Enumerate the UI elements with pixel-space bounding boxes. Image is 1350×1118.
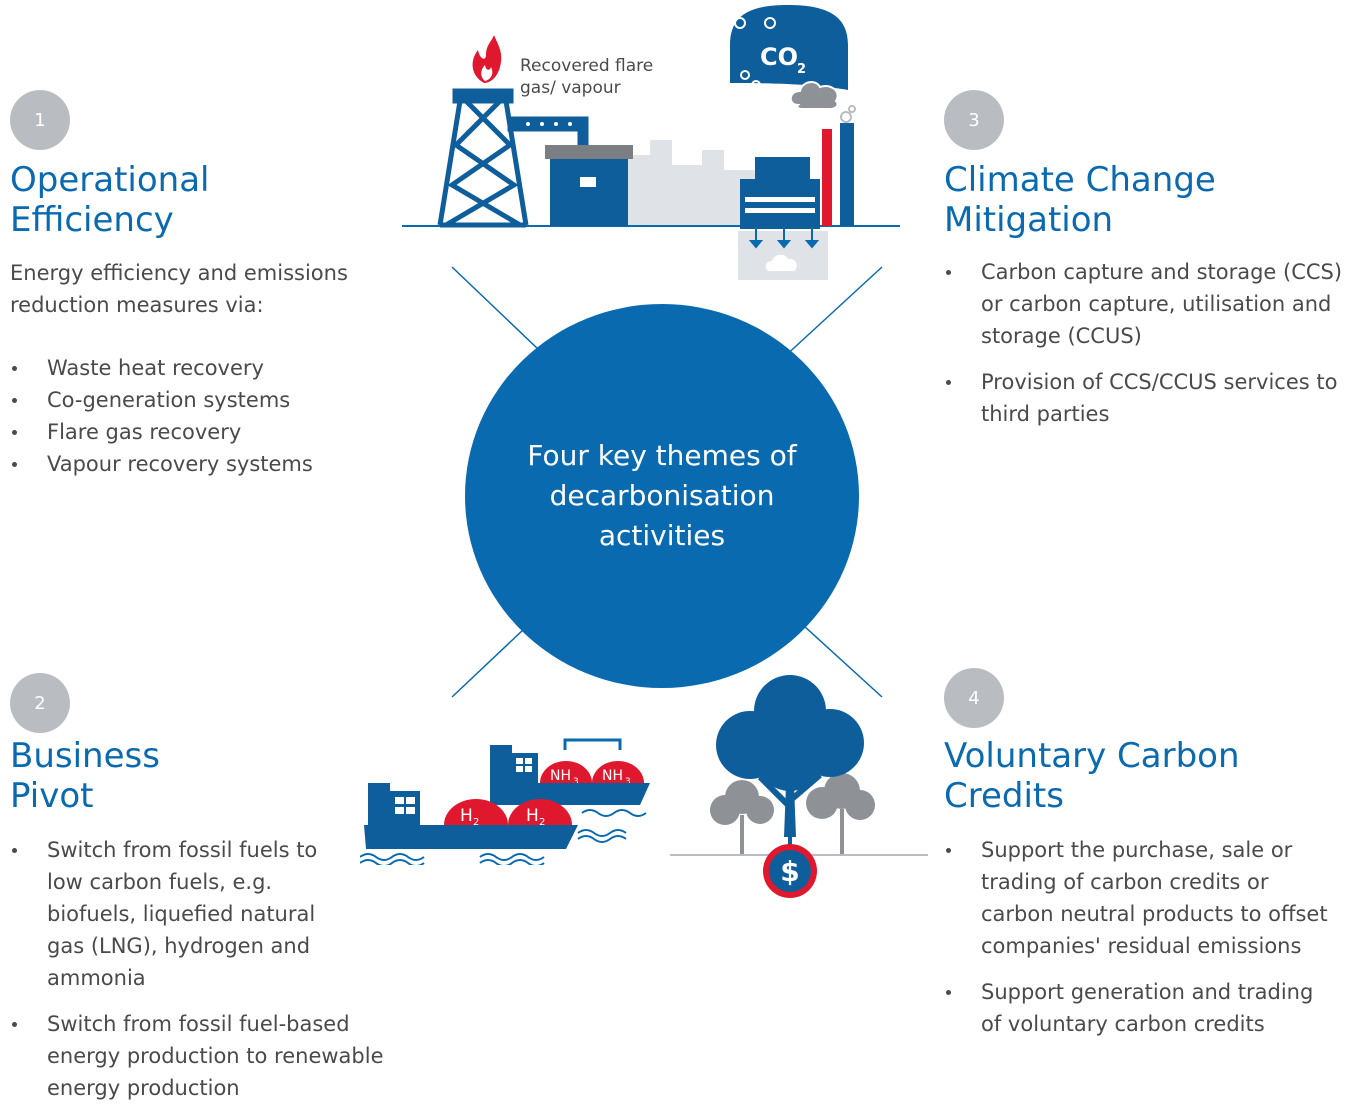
- theme-3-bullet: Carbon capture and storage (CCS) or carb…: [944, 256, 1344, 352]
- theme-3-number-badge: 3: [944, 90, 1004, 150]
- center-theme-text: Four key themes of decarbonisation activ…: [512, 436, 812, 556]
- ammonia-subscript-1: 3: [573, 777, 579, 787]
- theme-1-bullet: Co-generation systems: [10, 384, 390, 416]
- theme-4-title-line-1: Voluntary Carbon: [944, 736, 1240, 776]
- flare-label-line-2: gas/ vapour: [520, 78, 621, 98]
- theme-2-title: Business Pivot: [10, 736, 160, 816]
- dollar-sign: $: [780, 855, 799, 888]
- blue-chimney: [840, 123, 854, 226]
- storage-building: [545, 145, 633, 226]
- co2-subscript: 2: [797, 62, 806, 77]
- theme-1-bullet-list: Waste heat recovery Co-generation system…: [10, 352, 390, 480]
- theme-1-title-line-1: Operational: [10, 160, 210, 200]
- theme-1-bullet: Waste heat recovery: [10, 352, 390, 384]
- ship-icon: H 2 H 2: [364, 783, 578, 849]
- theme-1-description-line-1: Energy efficiency and emissions: [10, 261, 348, 285]
- theme-4-bullet: Support generation and trading of volunt…: [944, 976, 1334, 1040]
- theme-4-bullet: Support the purchase, sale or trading of…: [944, 834, 1334, 962]
- ships-illustration: NH 3 NH 3 H 2 H 2: [360, 738, 650, 865]
- theme-1-title-line-2: Efficiency: [10, 200, 174, 240]
- hydrogen-label-2: H: [526, 806, 539, 826]
- theme-4-title-line-2: Credits: [944, 776, 1064, 816]
- tree-icon: [716, 675, 864, 837]
- theme-3-bullet-list: Carbon capture and storage (CCS) or carb…: [944, 256, 1344, 444]
- tree-illustration: $: [670, 675, 928, 898]
- factory-stack-icon: [738, 157, 828, 280]
- smoke-puffs: [840, 105, 856, 123]
- co2-cloud-icon: CO 2: [730, 5, 848, 110]
- theme-3-bullet: Provision of CCS/CCUS services to third …: [944, 366, 1344, 430]
- theme-4-title: Voluntary Carbon Credits: [944, 736, 1240, 816]
- flame-icon: [472, 35, 502, 83]
- theme-3-title: Climate Change Mitigation: [944, 160, 1216, 240]
- center-line-3: activities: [598, 519, 726, 552]
- theme-1-bullet: Flare gas recovery: [10, 416, 390, 448]
- theme-3-title-line-1: Climate Change: [944, 160, 1216, 200]
- co2-label: CO: [760, 43, 798, 71]
- center-line-2: decarbonisation: [549, 479, 775, 512]
- theme-1-description: Energy efficiency and emissions reductio…: [10, 257, 390, 321]
- ammonia-label-1: NH: [550, 768, 571, 784]
- theme-2-number-badge: 2: [10, 673, 70, 733]
- hydrogen-subscript-1: 2: [473, 817, 479, 828]
- theme-3-title-line-2: Mitigation: [944, 200, 1114, 240]
- ammonia-subscript-2: 3: [625, 777, 631, 787]
- hydrogen-subscript-2: 2: [539, 817, 545, 828]
- theme-4-bullet-list: Support the purchase, sale or trading of…: [944, 834, 1334, 1054]
- oil-rig-icon: [437, 88, 589, 228]
- hydrogen-label-1: H: [460, 806, 473, 826]
- theme-2-title-line-2: Pivot: [10, 776, 94, 816]
- theme-2-title-line-1: Business: [10, 736, 160, 776]
- center-line-1: Four key themes of: [527, 439, 797, 472]
- theme-1-number-badge: 1: [10, 90, 70, 150]
- theme-2-bullet: Switch from fossil fuel-based energy pro…: [10, 1008, 427, 1104]
- theme-1-title: Operational Efficiency: [10, 160, 209, 240]
- theme-2-bullet: Switch from fossil fuels to low carbon f…: [10, 834, 340, 994]
- dollar-coin-icon: $: [763, 844, 817, 898]
- theme-4-number-badge: 4: [944, 668, 1004, 728]
- small-tree-right: [806, 773, 875, 855]
- ship-icon: NH 3 NH 3: [490, 738, 650, 805]
- center-theme-circle: Four key themes of decarbonisation activ…: [465, 304, 859, 688]
- theme-1-bullet: Vapour recovery systems: [10, 448, 390, 480]
- theme-2-bullet-list: Switch from fossil fuels to low carbon f…: [10, 834, 384, 1118]
- industrial-illustration: Recovered flare gas/ vapour CO 2: [402, 5, 900, 280]
- waves: [360, 809, 647, 865]
- small-tree-left: [710, 780, 774, 855]
- theme-1-description-line-2: reduction measures via:: [10, 293, 264, 317]
- ammonia-label-2: NH: [602, 768, 623, 784]
- red-chimney: [822, 129, 832, 226]
- flare-label-line-1: Recovered flare: [520, 56, 653, 76]
